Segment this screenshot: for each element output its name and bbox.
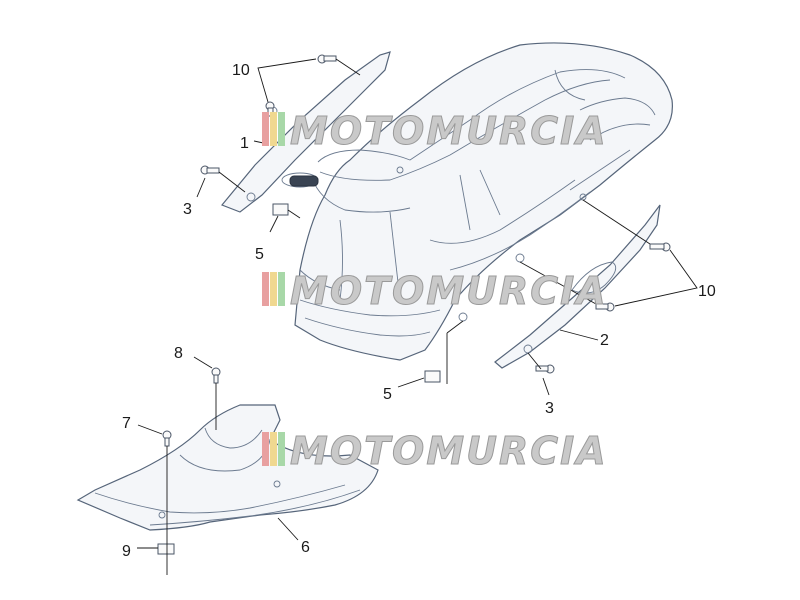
callout-3-right: 3 [545, 400, 554, 417]
callout-10-top: 10 [232, 62, 250, 79]
screw-3-right [535, 364, 555, 374]
clip-5-left [272, 203, 289, 216]
rear-body-shell [281, 42, 673, 361]
callout-10-right: 10 [698, 283, 716, 300]
callout-7: 7 [122, 415, 131, 432]
callout-6: 6 [301, 539, 310, 556]
screw-10-top [317, 54, 337, 64]
callout-9: 9 [122, 543, 131, 560]
watermark-text: MOTOMURCIA [290, 269, 608, 313]
screw-10-right-lower [595, 302, 615, 312]
screw-8 [211, 367, 221, 384]
callout-5-left: 5 [255, 246, 264, 263]
leader-lines [137, 58, 698, 575]
screw-7 [162, 430, 172, 447]
watermark-bottom: MOTOMURCIA [262, 429, 608, 474]
callout-3-left: 3 [183, 201, 192, 218]
screw-10-right-upper [649, 242, 671, 252]
clip-5-right [424, 370, 441, 383]
watermark-text: MOTOMURCIA [290, 109, 608, 153]
callout-8: 8 [174, 345, 183, 362]
callout-1: 1 [240, 135, 249, 152]
under-floor-tray [76, 404, 379, 531]
callout-2: 2 [600, 332, 609, 349]
right-side-panel [494, 204, 661, 369]
screw-3-left [200, 165, 220, 175]
clip-9 [157, 543, 175, 555]
callout-5-right: 5 [383, 386, 392, 403]
watermark-text: MOTOMURCIA [290, 429, 608, 473]
watermark-middle: MOTOMURCIA [262, 269, 608, 314]
watermark-top: MOTOMURCIA [262, 109, 608, 154]
